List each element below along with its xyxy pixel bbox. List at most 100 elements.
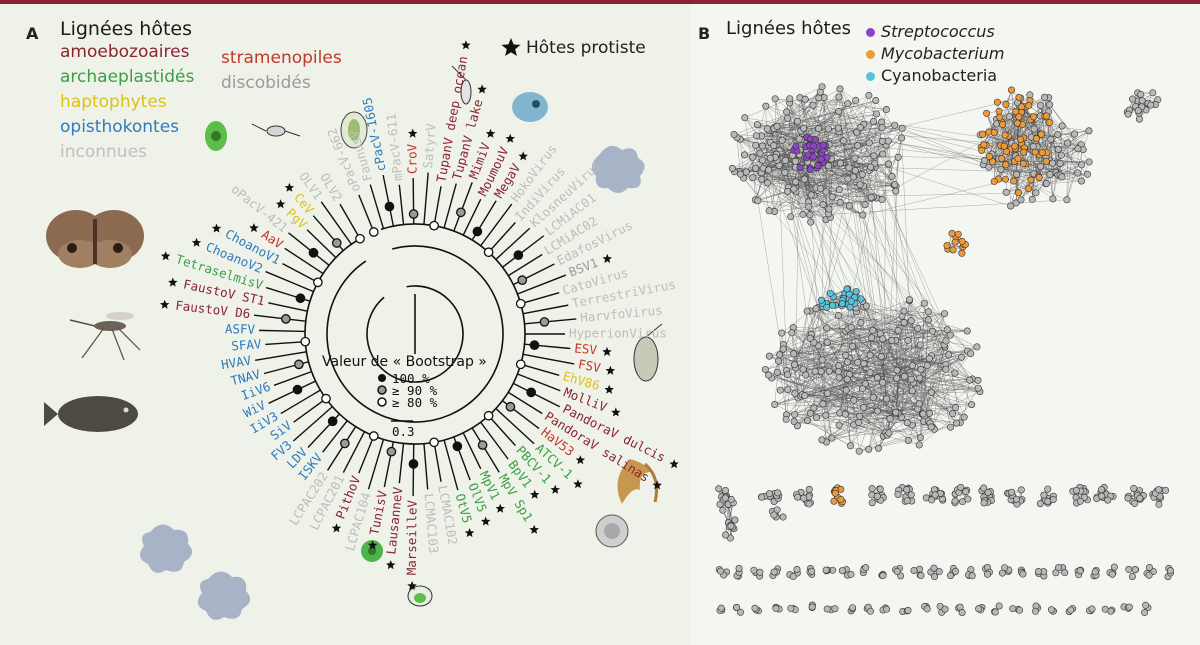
tiny-motif-node <box>931 573 939 581</box>
cluster-main-top-node <box>763 125 771 133</box>
cluster-main-top-node <box>878 124 886 132</box>
bootstrap-node-48 <box>321 393 331 404</box>
cluster-main-bottom-edge <box>848 298 863 389</box>
bootstrap-node-52 <box>294 359 304 370</box>
branch-45 <box>322 420 348 453</box>
cluster-main-bottom-node <box>903 419 911 427</box>
cluster-main-top-edge <box>820 91 897 187</box>
cluster-main-bottom-edge <box>919 377 970 381</box>
mycobacterium-edge <box>1006 151 1032 181</box>
cluster-main-bottom-node <box>914 325 922 333</box>
branch-61 <box>284 247 316 269</box>
cluster-main-top-edge <box>734 171 811 215</box>
inter-cluster-edge <box>838 111 872 338</box>
branch-stem-41 <box>377 439 385 459</box>
branch-stem-17 <box>517 286 537 295</box>
protist-host-star-27 <box>652 480 662 490</box>
branch-stem-5 <box>423 204 427 225</box>
small-component-node <box>727 495 735 503</box>
mycobacterium-node <box>1002 161 1010 169</box>
inter-cluster-edge <box>828 144 883 383</box>
cluster-main-bottom-node <box>855 418 863 426</box>
branch-28 <box>509 406 540 430</box>
tiny-motif-node <box>923 605 931 613</box>
protist-host-star-59 <box>191 237 202 247</box>
star-legend-icon <box>501 38 521 56</box>
streptococcus-node <box>819 141 827 149</box>
legend-item-right-0: stramenopiles <box>221 48 342 68</box>
cluster-main-top-node <box>879 150 887 158</box>
small-component-node <box>774 489 782 497</box>
brown-alga-illustration <box>617 459 659 504</box>
panel-b-label: B <box>698 24 711 43</box>
cluster-main-bottom-node <box>790 350 798 358</box>
cluster-main-bottom-node <box>907 317 915 325</box>
cluster-main-top-node <box>822 188 830 196</box>
tiny-motif-node <box>1001 564 1009 572</box>
cluster-main-bottom-edge <box>847 361 953 414</box>
cyanobacteria-node <box>838 300 846 308</box>
cluster-main-bottom-node <box>893 366 901 374</box>
cluster-main-top-node <box>771 95 779 103</box>
mycobacterium-node <box>989 158 997 166</box>
branch-18 <box>520 291 560 305</box>
cluster-main-bottom-node <box>886 415 894 423</box>
cluster-main-bottom-edge <box>895 378 973 413</box>
cluster-main-top-edge <box>775 98 856 159</box>
cluster-top-right-node <box>1007 202 1015 210</box>
bootstrap-node-16 <box>517 275 528 285</box>
branch-stem-59 <box>294 283 314 293</box>
cluster-far-right-node <box>1129 95 1137 103</box>
cluster-main-bottom-edge <box>847 328 922 370</box>
mycobacterium-node <box>1031 148 1039 156</box>
cluster-main-bottom-node <box>894 326 902 334</box>
cluster-far-right-node <box>1134 107 1142 115</box>
cluster-main-top-edge <box>767 109 887 130</box>
cluster-top-right-node <box>1064 139 1072 147</box>
branch-stem-47 <box>316 406 333 421</box>
cluster-main-bottom-node <box>782 415 790 423</box>
mycobacterium-node <box>985 152 993 160</box>
cluster-main-top-node <box>836 85 844 93</box>
tiny-motif-node <box>822 566 830 574</box>
cluster-main-bottom-edge <box>920 369 970 381</box>
cluster-main-bottom-edge <box>859 391 980 452</box>
cluster-main-bottom-edge <box>863 331 933 364</box>
cluster-main-top-node <box>754 197 762 205</box>
cluster-main-bottom-node <box>927 423 935 431</box>
cluster-main-bottom-node <box>791 390 799 398</box>
tiny-motif-node <box>717 567 725 575</box>
tiny-motif-node <box>793 565 801 573</box>
cluster-main-top-node <box>759 156 767 164</box>
cluster-main-top-node <box>742 168 750 176</box>
small-component-node <box>984 488 992 496</box>
protist-host-star-39 <box>386 560 396 570</box>
small-component-node <box>868 485 876 493</box>
bootstrap-legend-title: Valeur de « Bootstrap » <box>322 354 487 370</box>
cluster-main-bottom-node <box>783 371 791 379</box>
network-legend-item-2: Cyanobacteria <box>866 66 997 85</box>
cluster-main-top-node <box>758 175 766 183</box>
network-nodes <box>715 83 1174 617</box>
branch-0 <box>358 194 375 233</box>
streptococcus-node <box>814 162 822 170</box>
cluster-main-bottom-node <box>908 362 916 370</box>
tiny-motif-node <box>772 604 780 612</box>
small-component-node <box>876 485 884 493</box>
cluster-far-right-node <box>1149 89 1157 97</box>
protist-host-star-60 <box>211 223 222 233</box>
protist-host-star-57 <box>168 277 178 287</box>
cluster-top-right-node <box>997 165 1005 173</box>
branch-stem-49 <box>311 389 321 396</box>
cluster-main-bottom-node <box>842 386 850 394</box>
branch-stem-7 <box>443 218 448 229</box>
small-component-node <box>805 500 813 508</box>
small-component-node <box>805 485 813 493</box>
bootstrap-node-24 <box>515 359 526 370</box>
cyanobacteria-node <box>843 285 851 293</box>
cluster-main-bottom-node <box>941 310 949 318</box>
cluster-main-top-node <box>781 156 789 164</box>
mycobacterium-small-node <box>954 230 962 238</box>
